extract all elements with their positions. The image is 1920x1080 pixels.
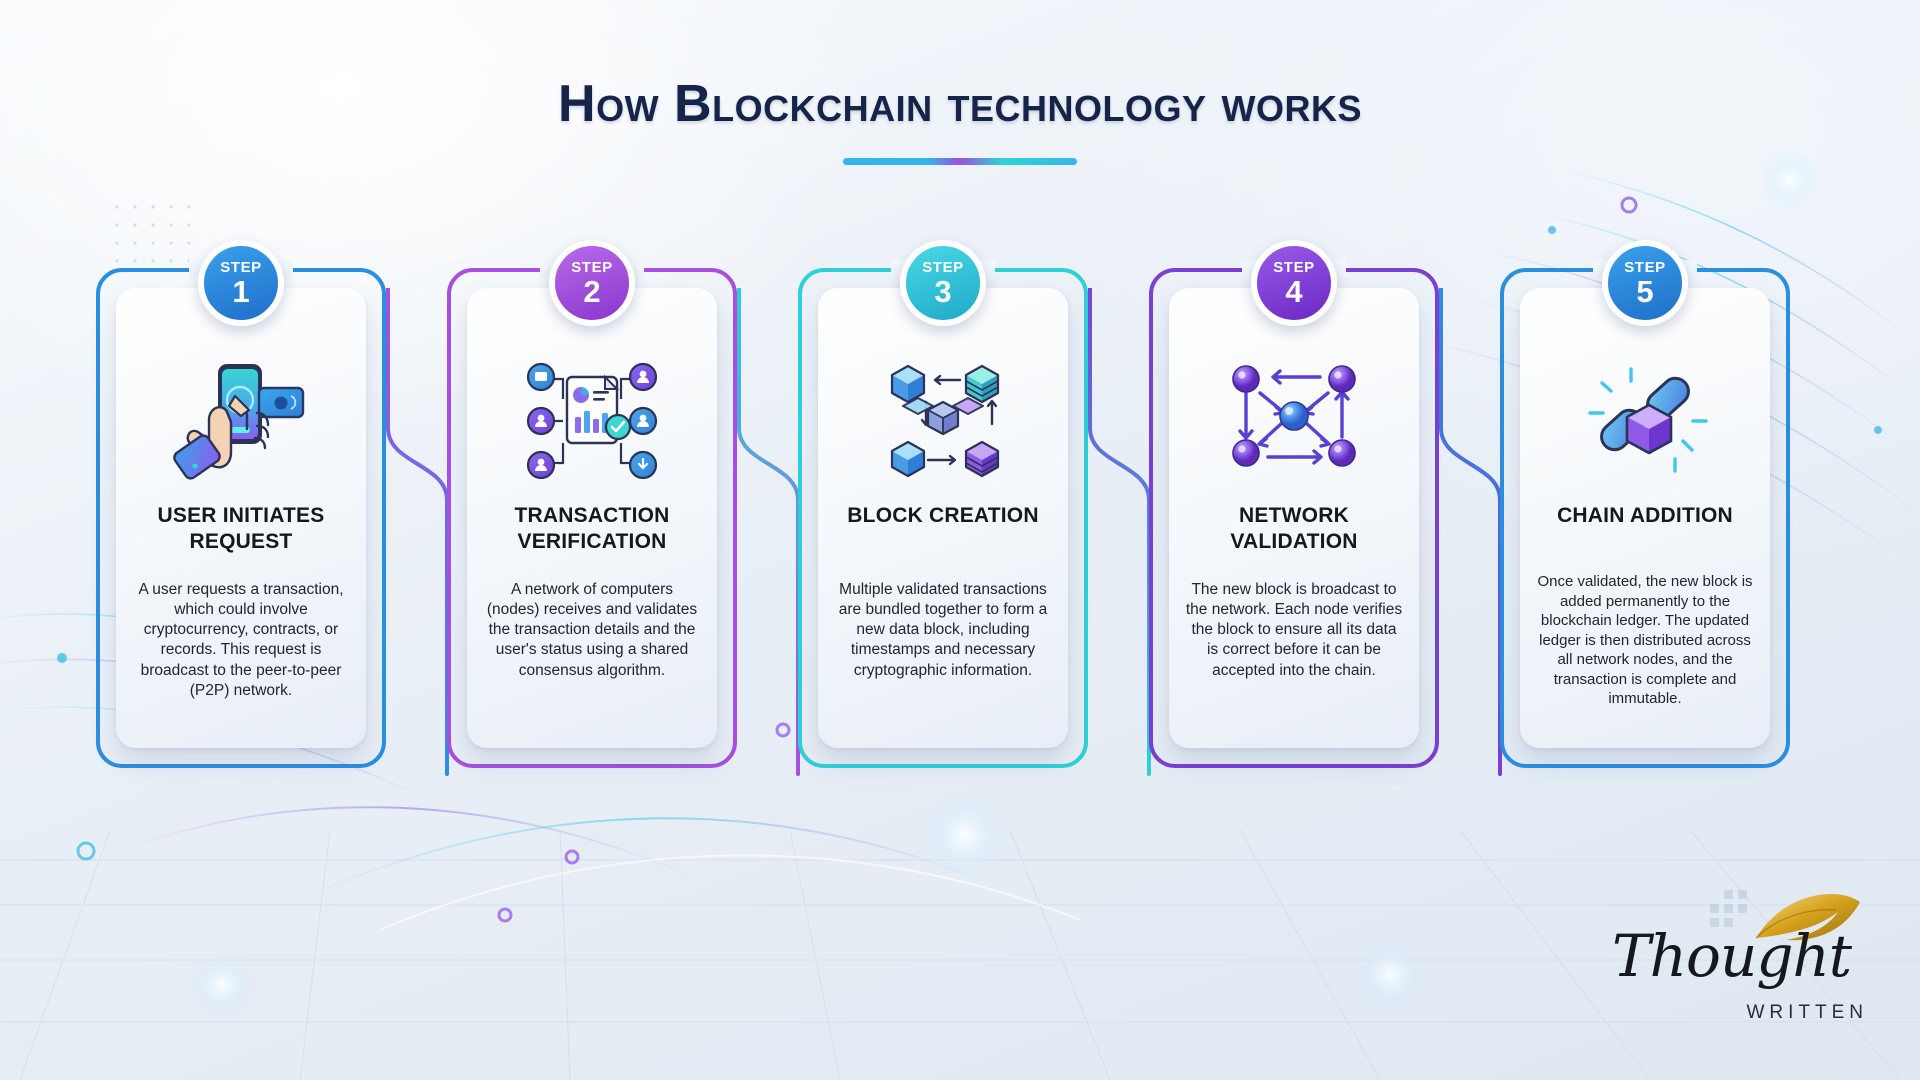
logo-wordmark: Thought: [1612, 922, 1852, 990]
step-badge-3: STEP 3: [900, 240, 986, 326]
step-title-1: USER INITIATES REQUEST: [157, 504, 325, 554]
document-analytics-nodes-icon: [467, 346, 717, 496]
step-card-2[interactable]: TRANSACTION VERIFICATION A network of co…: [447, 240, 737, 768]
step-card-body-4: NETWORK VALIDATION The new block is broa…: [1169, 288, 1419, 748]
badge-number-2: 2: [583, 273, 601, 309]
step-title-4: NETWORK VALIDATION: [1230, 504, 1358, 554]
page-title: How Blockchain technology works: [558, 75, 1362, 133]
step-title-5: CHAIN ADDITION: [1557, 504, 1733, 527]
step-card-5[interactable]: CHAIN ADDITION Once validated, the new b…: [1500, 240, 1790, 768]
step-card-body-2: TRANSACTION VERIFICATION A network of co…: [467, 288, 717, 748]
badge-word-5: STEP: [1624, 258, 1666, 276]
step-body-4: The new block is broadcast to the networ…: [1185, 581, 1403, 679]
badge-word-1: STEP: [220, 258, 262, 276]
badge-number-4: 4: [1285, 273, 1303, 309]
step-card-3[interactable]: BLOCK CREATION Multiple validated transa…: [798, 240, 1088, 768]
badge-word-3: STEP: [922, 258, 964, 276]
step-body-3: Multiple validated transactions are bund…: [838, 581, 1048, 679]
network-nodes-arrows-icon: [1169, 346, 1419, 496]
step-card-body-5: CHAIN ADDITION Once validated, the new b…: [1520, 288, 1770, 748]
dot-grid-decoration: [108, 198, 200, 276]
badge-word-4: STEP: [1273, 258, 1315, 276]
step-body-1: A user requests a transaction, which cou…: [138, 581, 344, 699]
badge-word-2: STEP: [571, 258, 613, 276]
blocks-bundling-icon: [818, 346, 1068, 496]
step-card-4[interactable]: NETWORK VALIDATION The new block is broa…: [1149, 240, 1439, 768]
step-body-5: Once validated, the new block is added p…: [1537, 573, 1753, 707]
hand-holding-phone-payment-icon: [116, 346, 366, 496]
logo-subtitle: WRITTEN: [1746, 1002, 1868, 1023]
title-underline: [843, 158, 1077, 165]
step-card-1[interactable]: USER INITIATES REQUEST A user requests a…: [96, 240, 386, 768]
step-badge-5: STEP 5: [1602, 240, 1688, 326]
step-card-body-3: BLOCK CREATION Multiple validated transa…: [818, 288, 1068, 748]
step-badge-2: STEP 2: [549, 240, 635, 326]
step-badge-1: STEP 1: [198, 240, 284, 326]
step-badge-4: STEP 4: [1251, 240, 1337, 326]
feather-icon: [1710, 890, 1860, 941]
badge-number-3: 3: [934, 273, 952, 309]
step-title-3: BLOCK CREATION: [847, 504, 1039, 527]
step-card-body-1: USER INITIATES REQUEST A user requests a…: [116, 288, 366, 748]
badge-number-5: 5: [1636, 273, 1654, 309]
step-body-2: A network of computers (nodes) receives …: [486, 581, 698, 679]
badge-number-1: 1: [232, 273, 250, 309]
steps-row: USER INITIATES REQUEST A user requests a…: [96, 240, 1824, 776]
brand-logo: Thought WRITTEN: [1606, 886, 1874, 1036]
step-title-2: TRANSACTION VERIFICATION: [514, 504, 670, 554]
chain-link-block-icon: [1520, 346, 1770, 496]
